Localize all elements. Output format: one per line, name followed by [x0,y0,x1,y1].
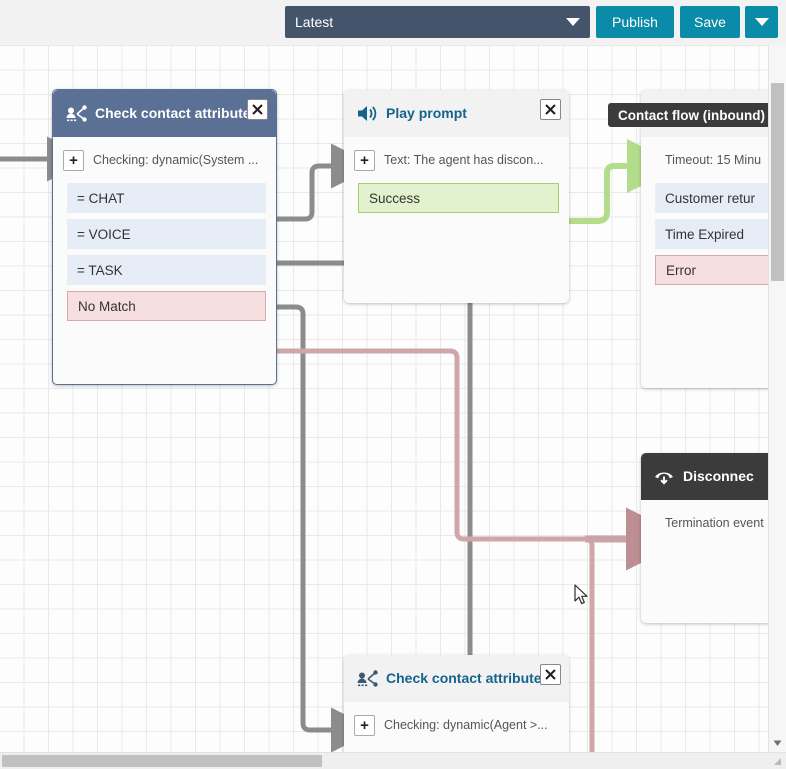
branch-chat[interactable]: = CHAT [67,183,266,213]
save-button[interactable]: Save [680,6,740,38]
save-options-button[interactable] [745,6,778,38]
branch-no-match[interactable]: No Match [67,291,266,321]
disconnect-phone-icon [651,467,677,487]
node-body: Termination event [641,500,786,552]
node-config-row[interactable]: + Text: The agent has discon... [344,143,569,177]
node-check-contact-attributes-2[interactable]: Check contact attributes + Checking: dyn… [344,655,569,753]
node-header: Play prompt [344,90,569,137]
node-config-row[interactable]: + Checking: dynamic(System ... [53,143,276,177]
node-body: + Checking: dynamic(System ... = CHAT = … [53,137,276,333]
chevron-down-icon [754,18,769,26]
horizontal-scrollbar[interactable] [0,752,786,769]
plus-icon[interactable]: + [354,149,375,171]
check-contact-attributes-icon [354,669,380,688]
node-config-text: Checking: dynamic(System ... [93,153,259,167]
node-body: + Text: The agent has discon... Success [344,137,569,225]
node-check-contact-attributes-1[interactable]: Check contact attributes + Checking: dyn… [52,89,277,385]
connector-incoming [0,136,92,182]
resize-grip-icon[interactable] [769,753,786,769]
flow-canvas[interactable]: Contact flow (inbound) Check c [0,45,786,753]
publish-button[interactable]: Publish [596,6,674,38]
plus-icon[interactable]: + [354,714,375,736]
branch-error[interactable]: Error [655,255,786,285]
node-config-row[interactable]: Termination event [641,506,786,540]
close-icon[interactable] [540,99,561,120]
flow-type-tooltip: Contact flow (inbound) [608,103,775,127]
horizontal-scrollbar-thumb[interactable] [2,755,322,767]
node-config-row[interactable]: + Checking: dynamic(Agent >... [344,708,569,742]
node-header: Check contact attributes [344,655,569,702]
toolbar: Latest Publish Save [0,0,786,45]
node-title: Check contact attributes [386,670,550,686]
node-title: Play prompt [386,105,467,121]
node-disconnect[interactable]: Disconnec Termination event [641,453,786,623]
node-body: + Checking: dynamic(Agent >... [344,702,569,753]
vertical-scrollbar-thumb[interactable] [771,83,784,281]
close-icon[interactable] [540,664,561,685]
node-body: Timeout: 15 Minu Customer retur Time Exp… [641,137,786,297]
branch-voice[interactable]: = VOICE [67,219,266,249]
branch-task[interactable]: = TASK [67,255,266,285]
branch-customer-returned[interactable]: Customer retur [655,183,786,213]
node-config-text: Checking: dynamic(Agent >... [384,718,548,732]
chevron-down-icon [566,18,580,26]
node-header: Check contact attributes [53,90,276,137]
check-contact-attributes-icon [63,104,89,123]
speaker-icon [354,104,380,123]
version-select[interactable]: Latest [285,6,590,38]
version-select-label: Latest [295,14,334,30]
branch-success[interactable]: Success [358,183,559,213]
node-title: Disconnec [683,468,754,484]
node-config-text: Termination event [665,516,764,530]
node-header: Disconnec [641,453,786,500]
node-play-prompt[interactable]: Play prompt + Text: The agent has discon… [344,90,569,303]
node-config-row[interactable]: Timeout: 15 Minu [641,143,786,177]
plus-icon[interactable]: + [63,149,84,171]
branch-time-expired[interactable]: Time Expired [655,219,786,249]
close-icon[interactable] [247,99,268,120]
chevron-down-icon[interactable] [769,735,786,751]
vertical-scrollbar[interactable] [768,45,786,753]
node-config-text: Timeout: 15 Minu [665,153,762,167]
node-wait[interactable]: Wait Timeout: 15 Minu Customer retur Tim… [641,90,786,388]
node-config-text: Text: The agent has discon... [384,153,544,167]
connector-success-to-wait [560,139,681,231]
node-title: Check contact attributes [95,105,259,121]
